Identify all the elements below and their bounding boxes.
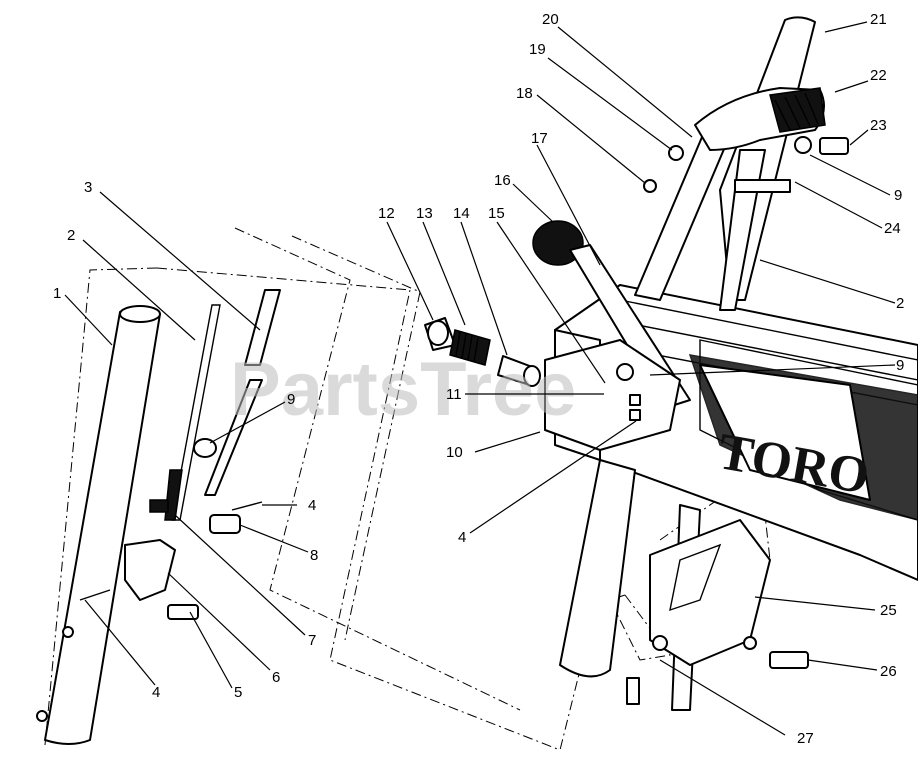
callout-8: 8 <box>310 547 318 564</box>
bail-lever <box>643 87 849 193</box>
callout-27: 27 <box>797 730 814 747</box>
callout-19: 19 <box>529 41 546 58</box>
callout-4a: 4 <box>458 529 466 546</box>
callout-15: 15 <box>488 205 505 222</box>
callout-1: 1 <box>53 285 61 302</box>
rear-bracket <box>626 519 809 705</box>
callout-4b: 4 <box>308 497 316 514</box>
watermark: PartsTree <box>230 347 576 432</box>
leader-lines <box>64 21 896 736</box>
callout-9a: 9 <box>894 187 902 204</box>
callout-18: 18 <box>516 85 533 102</box>
callout-6: 6 <box>272 669 280 686</box>
callout-16: 16 <box>494 172 511 189</box>
callout-25: 25 <box>880 602 897 619</box>
left-assembly <box>36 289 281 745</box>
callout-5: 5 <box>234 684 242 701</box>
callout-21: 21 <box>870 11 887 28</box>
callout-22: 22 <box>870 67 887 84</box>
callout-7: 7 <box>308 632 316 649</box>
callout-13: 13 <box>416 205 433 222</box>
callout-9c: 9 <box>287 391 295 408</box>
callout-2b: 2 <box>67 227 75 244</box>
upper-handle-tube <box>634 16 816 311</box>
callout-20: 20 <box>542 11 559 28</box>
callout-17: 17 <box>531 130 548 147</box>
callout-14: 14 <box>453 205 470 222</box>
shift-bracket <box>544 339 681 451</box>
callout-2a: 2 <box>896 295 904 312</box>
callout-9b: 9 <box>896 357 904 374</box>
spring-assembly <box>424 317 541 387</box>
callout-11: 11 <box>446 386 462 403</box>
callout-24: 24 <box>884 220 901 237</box>
callout-12: 12 <box>378 205 395 222</box>
callout-4c: 4 <box>152 684 160 701</box>
callout-3: 3 <box>84 179 92 196</box>
callout-23: 23 <box>870 117 887 134</box>
callout-10: 10 <box>446 444 463 461</box>
callout-26: 26 <box>880 663 897 680</box>
callouts: 20 19 18 17 16 21 22 23 9 24 2 9 12 13 1… <box>53 11 904 747</box>
